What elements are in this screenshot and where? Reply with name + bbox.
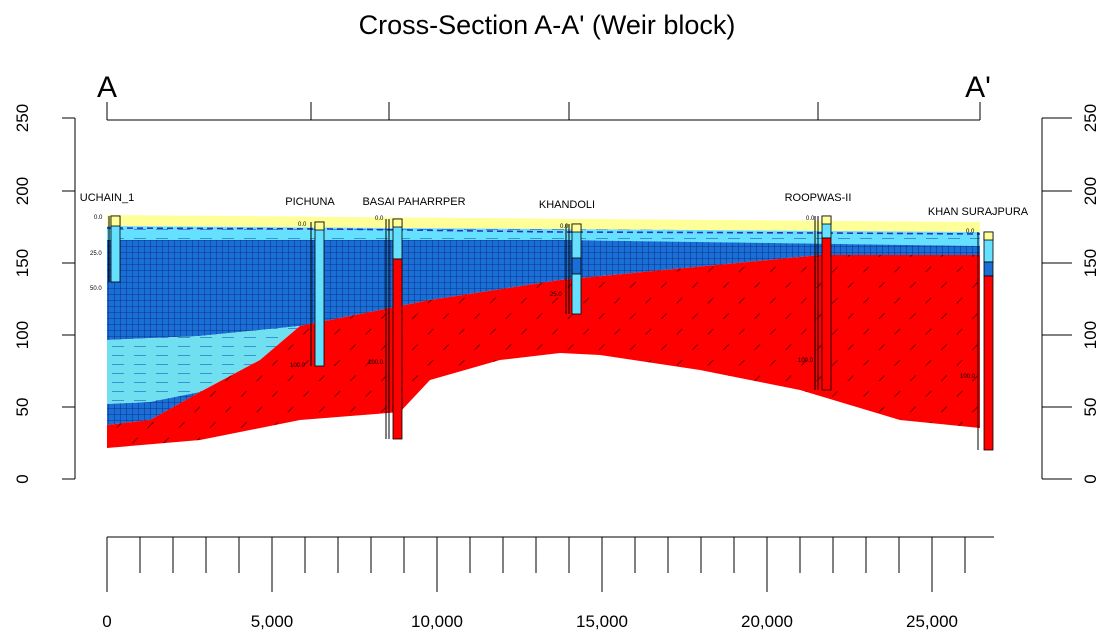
elevation-tick-label: 150	[1081, 249, 1100, 277]
elevation-tick-label: 250	[1081, 104, 1100, 132]
distance-tick-label: 15,000	[576, 612, 628, 631]
well-label-basai-paharrper: BASAI PAHARRPER	[362, 196, 465, 208]
borehole-roopwas-ii	[814, 215, 832, 391]
well-label-uchain-1: UCHAIN_1	[80, 192, 134, 204]
depth-label: 100.0	[290, 363, 306, 369]
right-elevation-axis: 0 50 100 150 200 250	[1041, 104, 1100, 484]
borehole-uchain-1	[108, 215, 121, 283]
elevation-tick-label: 50	[13, 398, 32, 417]
depth-label: 0.0	[966, 229, 975, 235]
distance-tick-label: 10,000	[411, 612, 463, 631]
topsoil-layer	[107, 215, 980, 232]
depth-label: 100.0	[798, 358, 814, 364]
depth-label: 100.0	[368, 360, 384, 366]
elevation-tick-label: 100	[1081, 321, 1100, 349]
elevation-tick-label: 150	[13, 249, 32, 277]
distance-tick-label: 5,000	[251, 612, 294, 631]
left-elevation-axis: 0 50 100 150 200 250	[13, 104, 76, 484]
borehole-khandoli	[565, 223, 582, 315]
well-position-ruler	[106, 102, 981, 121]
elevation-tick-label: 100	[13, 321, 32, 349]
figure-title: Cross-Section A-A' (Weir block)	[359, 10, 736, 40]
well-labels: UCHAIN_1 PICHUNA BASAI PAHARRPER KHANDOL…	[80, 192, 1029, 218]
well-label-khan-surajpura: KHAN SURAJPURA	[928, 206, 1029, 218]
elevation-tick-label: 200	[13, 177, 32, 205]
section-start-label: A	[97, 71, 117, 104]
depth-label: 0.0	[298, 222, 307, 228]
depth-label: 50.0	[90, 286, 102, 292]
elevation-tick-label: 50	[1081, 398, 1100, 417]
section-end-label: A'	[965, 71, 991, 104]
elevation-tick-label: 0	[13, 474, 32, 483]
elevation-tick-label: 200	[1081, 177, 1100, 205]
depth-label: 0.0	[806, 216, 815, 222]
depth-annotations: 0.0 25.0 50.0 0.0 100.0 0.0 100.0 0.0 25…	[90, 215, 976, 380]
distance-tick-label: 20,000	[741, 612, 793, 631]
depth-label: 25.0	[550, 292, 562, 298]
well-label-khandoli: KHANDOLI	[539, 199, 595, 211]
distance-tick-label: 0	[102, 612, 111, 631]
elevation-tick-label: 0	[1081, 474, 1100, 483]
borehole-pichuna	[310, 221, 325, 367]
distance-scale: 0 5,000 10,000 15,000 20,000 25,000	[102, 536, 994, 631]
depth-label: 100.0	[960, 374, 976, 380]
well-label-pichuna: PICHUNA	[285, 196, 335, 208]
depth-label: 0.0	[375, 216, 384, 222]
depth-label: 0.0	[560, 224, 569, 230]
well-label-roopwas-ii: ROOPWAS-II	[785, 192, 852, 204]
elevation-tick-label: 250	[13, 104, 32, 132]
distance-tick-label: 25,000	[906, 612, 958, 631]
borehole-khan-surajpura	[977, 231, 994, 451]
borehole-logs	[108, 215, 994, 451]
geologic-layers	[106, 215, 981, 448]
borehole-basai-paharrper	[385, 218, 403, 440]
depth-label: 0.0	[94, 215, 103, 221]
water-table-line	[106, 227, 981, 235]
depth-label: 25.0	[90, 251, 102, 257]
